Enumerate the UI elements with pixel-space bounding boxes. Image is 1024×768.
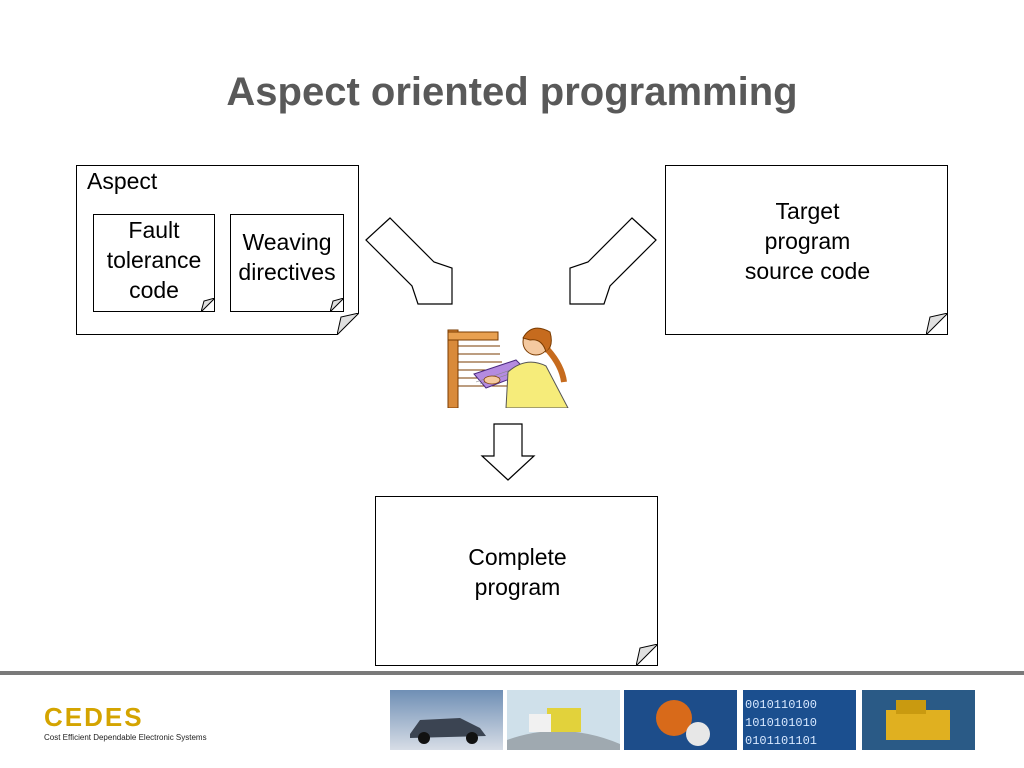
aspect-label: Aspect — [87, 168, 158, 194]
slide-title: Aspect oriented programming — [226, 70, 798, 114]
cedes-subtitle: Cost Efficient Dependable Electronic Sys… — [44, 733, 207, 742]
page-fold-icon — [330, 298, 344, 312]
complete-line-2: program — [474, 574, 561, 600]
target-box: Target program source code — [665, 165, 948, 335]
fault-tolerance-box: Fault tolerance code — [93, 214, 215, 312]
complete-program-box: Complete program — [375, 496, 658, 666]
fault-line-3: code — [129, 277, 179, 303]
cedes-logo: CEDES — [44, 702, 144, 732]
target-line-2: program — [764, 228, 851, 254]
truck-photo — [507, 690, 620, 750]
weaving-line-1: Weaving — [242, 229, 332, 255]
car-photo — [390, 690, 503, 750]
page-fold-icon — [201, 298, 215, 312]
target-line-3: source code — [744, 258, 871, 284]
weaving-line-2: directives — [238, 259, 336, 285]
machinery-photo — [862, 690, 975, 750]
aspect-box: Aspect Fault tolerance code Weaving dire… — [76, 165, 359, 335]
fault-line-1: Fault — [128, 217, 180, 243]
arrow-down-right-icon — [365, 217, 453, 305]
svg-text:1010101010: 1010101010 — [745, 716, 817, 730]
robot-photo — [624, 690, 737, 750]
footer-divider — [0, 671, 1024, 675]
weaving-directives-box: Weaving directives — [230, 214, 344, 312]
arrow-down-left-icon — [569, 217, 657, 305]
page-fold-icon — [337, 313, 359, 335]
complete-line-1: Complete — [468, 544, 567, 570]
binary-code-photo: 0010110100 1010101010 0101101101 — [743, 690, 856, 750]
page-fold-icon — [636, 644, 658, 666]
arrow-down-icon — [480, 423, 536, 481]
svg-text:0010110100: 0010110100 — [745, 698, 817, 712]
svg-text:0101101101: 0101101101 — [745, 734, 817, 748]
fault-line-2: tolerance — [106, 247, 202, 273]
target-line-1: Target — [775, 198, 840, 224]
weaver-loom-illustration — [447, 327, 569, 408]
page-fold-icon — [926, 313, 948, 335]
